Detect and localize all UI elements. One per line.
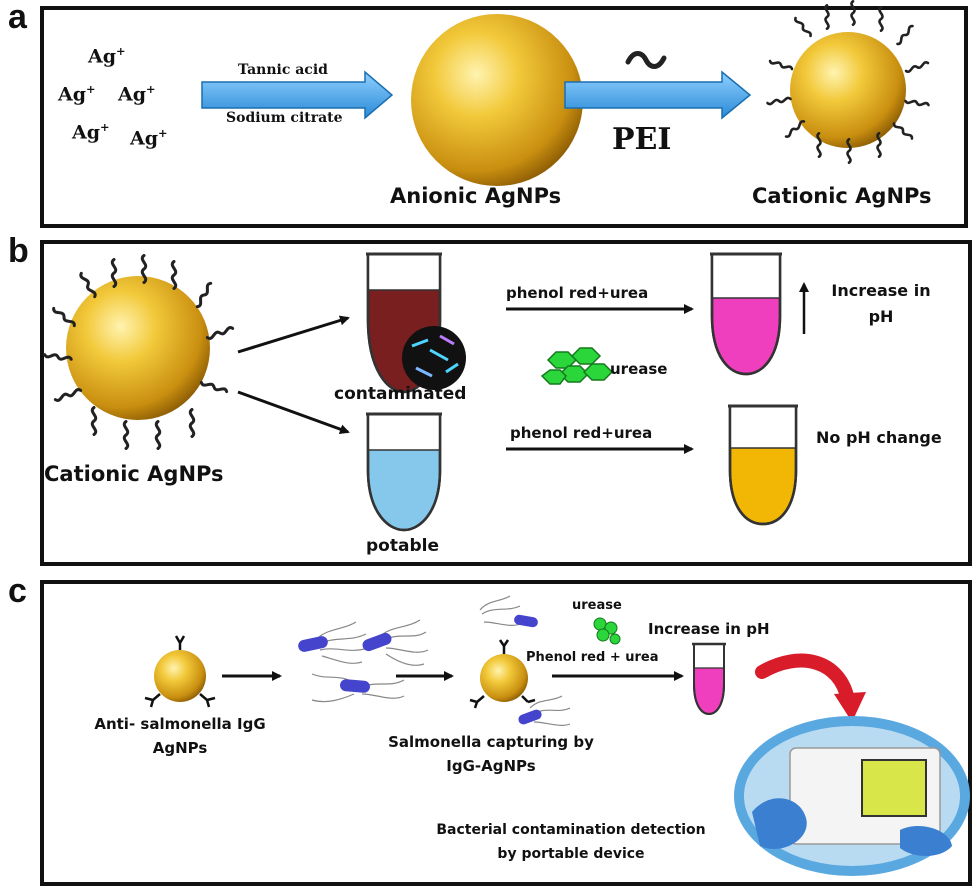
ag-ion-5: Ag+	[130, 126, 168, 150]
ag-ion-3: Ag+	[118, 82, 156, 106]
ag-ion-1: Ag+	[88, 44, 126, 68]
potable-tube	[366, 412, 442, 532]
blue-arrow-2	[564, 70, 752, 120]
phenol-red-urea-label: Phenol red + urea	[526, 650, 659, 665]
arrow-to-contaminated	[237, 315, 350, 354]
captured-agnp	[469, 595, 571, 726]
yellow-tube	[728, 404, 798, 526]
urease-small-icon	[593, 617, 621, 645]
cationic-agnp-b	[42, 254, 235, 450]
sodium-citrate-label: Sodium citrate	[226, 110, 343, 126]
no-ph-change-label: No pH change	[816, 428, 942, 447]
curved-red-arrow	[755, 653, 866, 722]
bacteria-micrograph	[402, 326, 466, 390]
anionic-agnp-sphere	[411, 14, 583, 186]
potable-label: potable	[366, 536, 439, 556]
urease-label-b: urease	[610, 360, 668, 378]
cationic-agnps-label-b: Cationic AgNPs	[44, 462, 224, 486]
pink-tube	[710, 252, 782, 376]
portable-device-photo	[734, 716, 970, 876]
pink-tube-small	[692, 642, 726, 716]
anionic-agnps-label: Anionic AgNPs	[390, 184, 562, 208]
reagent-label-top: phenol red+urea	[506, 284, 649, 302]
ag-ion-2: Ag+	[58, 82, 96, 106]
panel-b	[40, 240, 972, 566]
panel-label-b: b	[8, 232, 29, 270]
panel-label-c: c	[8, 572, 27, 610]
arrow-to-potable	[237, 390, 350, 434]
salmonella-bacteria	[298, 619, 429, 703]
ag-ion-4: Ag+	[72, 120, 110, 144]
igg-agnp	[144, 635, 216, 708]
increase-in-ph-label-c: Increase in pH	[648, 620, 770, 638]
blue-arrow-1	[201, 70, 394, 120]
urease-label-c: urease	[572, 598, 622, 613]
cationic-agnp-a	[765, 0, 931, 164]
tannic-acid-label: Tannic acid	[238, 62, 328, 78]
panel-label-a: a	[8, 0, 27, 36]
contaminated-label: contaminated	[334, 384, 467, 404]
pei-label: PEI	[612, 122, 672, 157]
urease-icon	[540, 347, 614, 385]
pei-polymer-icon	[625, 51, 667, 69]
cationic-agnps-label-a: Cationic AgNPs	[752, 184, 932, 208]
reagent-label-bottom: phenol red+urea	[510, 424, 653, 442]
